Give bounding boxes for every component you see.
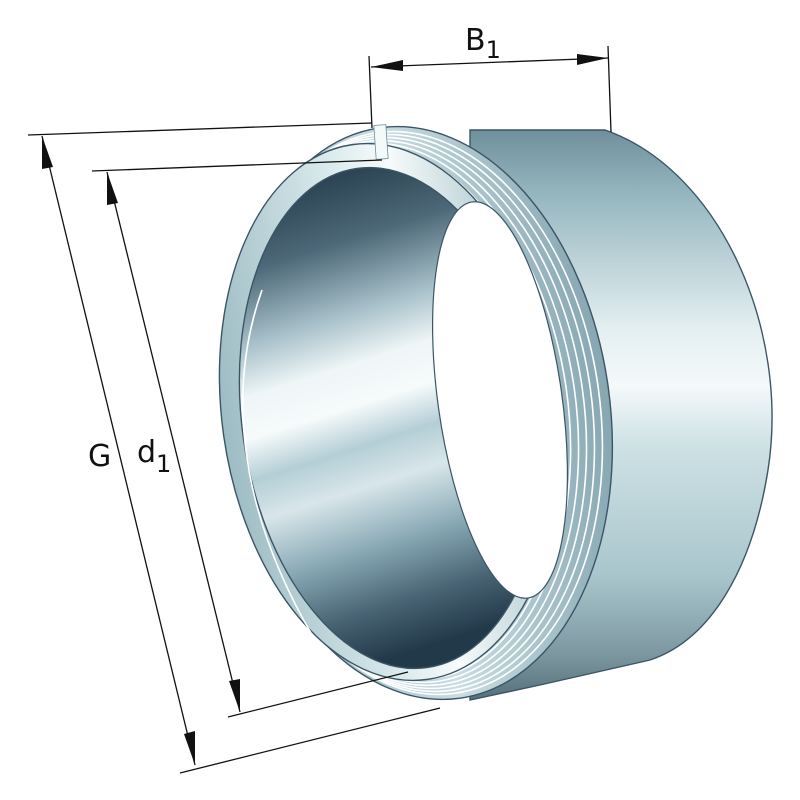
g-extension-bottom [179, 707, 441, 774]
b1-label: B1 [465, 23, 501, 64]
d1-subscript: 1 [156, 450, 171, 478]
d1-label: d1 [137, 435, 171, 478]
b1-extension-left [368, 55, 373, 129]
g-extension-top [27, 122, 373, 136]
d1-arrow-bottom [229, 679, 240, 712]
b1-extension-right [607, 45, 612, 133]
b1-arrow-right [577, 54, 608, 65]
g-label: G [88, 439, 111, 474]
bore-far-opening [431, 201, 569, 599]
g-arrow-top [42, 136, 53, 169]
rim-highlight [242, 289, 316, 641]
g-dimension-line [41, 135, 196, 766]
b1-arrow-left [371, 60, 403, 71]
dimension-g: G [27, 122, 441, 774]
b1-dimension-line [370, 57, 609, 68]
g-arrow-bottom [184, 731, 195, 765]
front-face [218, 124, 569, 682]
d1-dimension-line [106, 171, 241, 713]
b1-symbol: B [465, 23, 486, 58]
sleeve-slot [373, 124, 389, 160]
dimension-d1: d1 [91, 159, 409, 718]
d1-symbol: d [137, 435, 156, 470]
d1-extension-bottom [227, 671, 409, 718]
d1-arrow-top [107, 172, 118, 205]
b1-subscript: 1 [486, 36, 501, 64]
d1-extension-top [91, 159, 383, 172]
dimension-b1: B1 [368, 23, 612, 133]
